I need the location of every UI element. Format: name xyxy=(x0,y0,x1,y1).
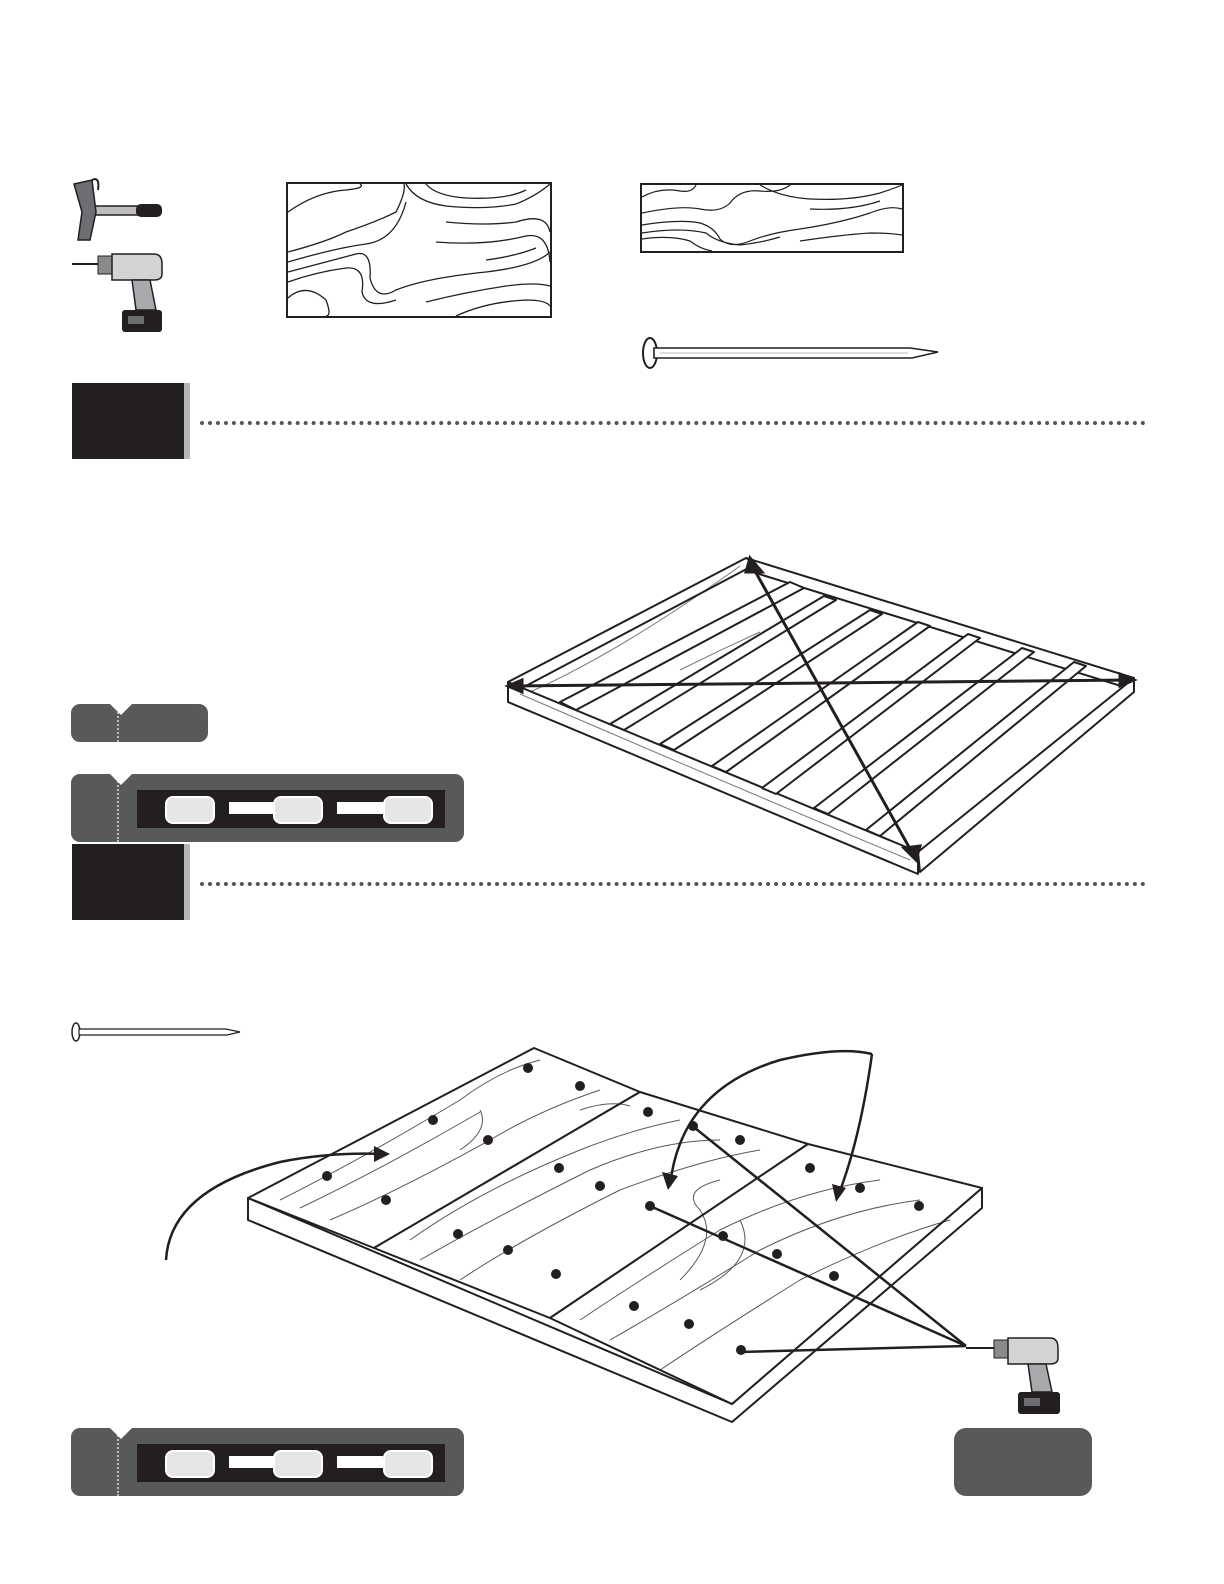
hammer-icon xyxy=(70,178,166,248)
floor-frame-squaring-diagram xyxy=(500,552,1140,882)
level-check-tag-1 xyxy=(71,774,464,842)
nail-icon-small xyxy=(70,1022,242,1042)
spirit-level-icon xyxy=(137,790,445,828)
tag-notch xyxy=(71,704,119,742)
power-drill-icon xyxy=(70,252,166,334)
spirit-level-icon xyxy=(137,1444,445,1482)
level-check-tag-2 xyxy=(71,1428,464,1496)
plywood-floor-fastening-diagram xyxy=(160,1040,1060,1430)
plywood-panel-icon xyxy=(286,182,552,318)
plywood-strip-icon xyxy=(640,183,904,253)
step-number-block-2 xyxy=(72,844,184,920)
tag-notch xyxy=(71,1428,119,1496)
step-number-block-1 xyxy=(72,383,184,459)
label-tag-small xyxy=(71,704,208,742)
page-number-badge xyxy=(954,1428,1092,1496)
tag-notch xyxy=(71,774,119,842)
step-divider-2 xyxy=(200,882,1146,886)
nail-icon xyxy=(640,336,940,370)
step-divider-1 xyxy=(200,421,1146,425)
power-drill-icon-step-2 xyxy=(966,1336,1064,1418)
